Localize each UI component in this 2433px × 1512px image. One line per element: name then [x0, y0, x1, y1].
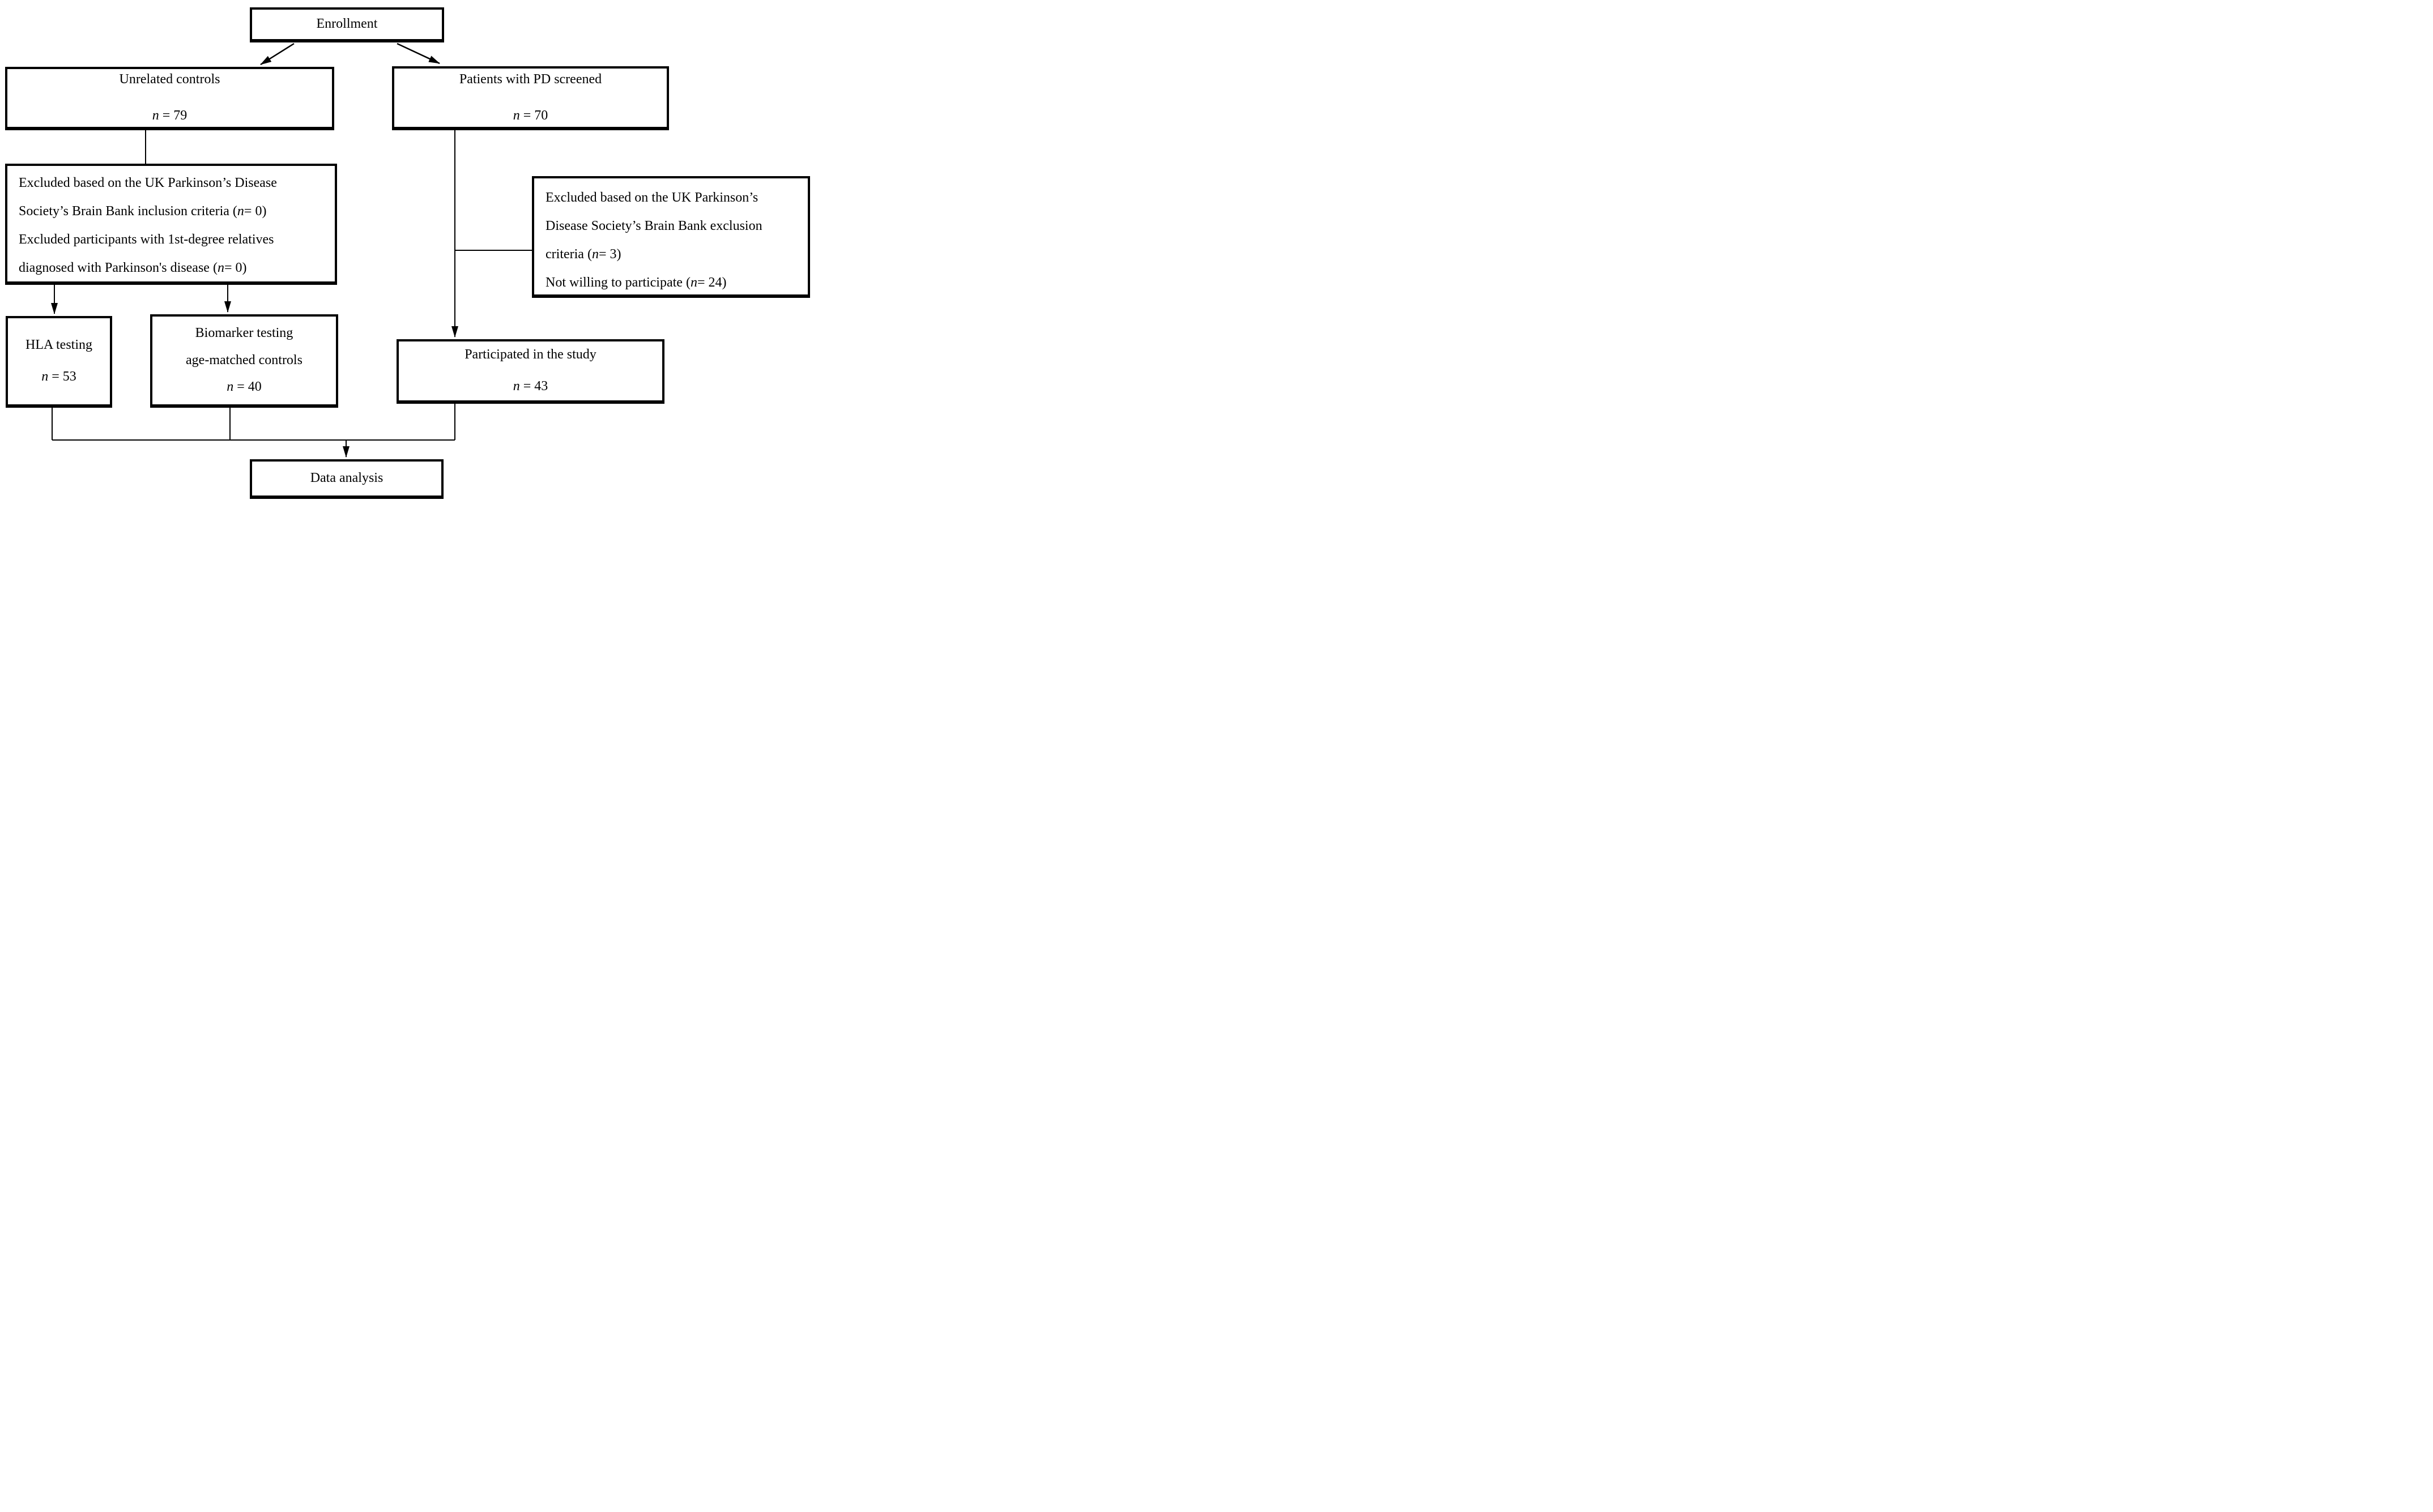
arrow-enrollment-to-controls — [260, 42, 295, 66]
exclusion-line: Excluded based on the UK Parkinson’s Dis… — [19, 176, 277, 191]
hla-testing-title: HLA testing — [25, 338, 92, 353]
enrollment-flow-diagram: Enrollment Unrelated controls n = 79 Pat… — [0, 0, 811, 504]
enrollment-box: Enrollment — [250, 7, 444, 42]
biomarker-testing-subtitle: age-matched controls — [186, 352, 302, 368]
hla-testing-count: n = 53 — [41, 369, 76, 384]
data-analysis-box: Data analysis — [250, 459, 444, 499]
unrelated-controls-title: Unrelated controls — [119, 72, 220, 87]
participated-box: Participated in the study n = 43 — [397, 339, 664, 404]
patients-screened-count: n = 70 — [513, 108, 548, 123]
patients-screened-box: Patients with PD screened n = 70 — [392, 66, 669, 130]
data-analysis-label: Data analysis — [310, 471, 384, 486]
biomarker-testing-box: Biomarker testing age-matched controls n… — [150, 314, 338, 408]
patients-exclusion-box: Excluded based on the UK Parkinson’s Dis… — [532, 176, 810, 298]
participated-title: Participated in the study — [465, 347, 596, 362]
unrelated-controls-count: n = 79 — [152, 108, 188, 123]
biomarker-testing-title: Biomarker testing — [195, 326, 293, 341]
patients-screened-title: Patients with PD screened — [459, 71, 602, 87]
controls-exclusion-box: Excluded based on the UK Parkinson’s Dis… — [5, 164, 337, 285]
exclusion-line: diagnosed with Parkinson's disease (n = … — [19, 260, 247, 276]
hla-testing-box: HLA testing n = 53 — [6, 316, 112, 408]
exclusion-line: Excluded based on the UK Parkinson’s — [546, 190, 759, 206]
enrollment-label: Enrollment — [316, 16, 378, 32]
unrelated-controls-box: Unrelated controls n = 79 — [5, 67, 334, 130]
exclusion-line: Society’s Brain Bank inclusion criteria … — [19, 204, 267, 219]
arrow-enrollment-to-patients — [397, 42, 440, 65]
exclusion-line: Not willing to participate (n = 24) — [546, 275, 727, 291]
exclusion-line: Disease Society’s Brain Bank exclusion — [546, 219, 762, 234]
exclusion-line: criteria (n = 3) — [546, 247, 621, 262]
exclusion-line: Excluded participants with 1st-degree re… — [19, 232, 274, 247]
biomarker-testing-count: n = 40 — [227, 379, 262, 395]
participated-count: n = 43 — [513, 379, 548, 394]
